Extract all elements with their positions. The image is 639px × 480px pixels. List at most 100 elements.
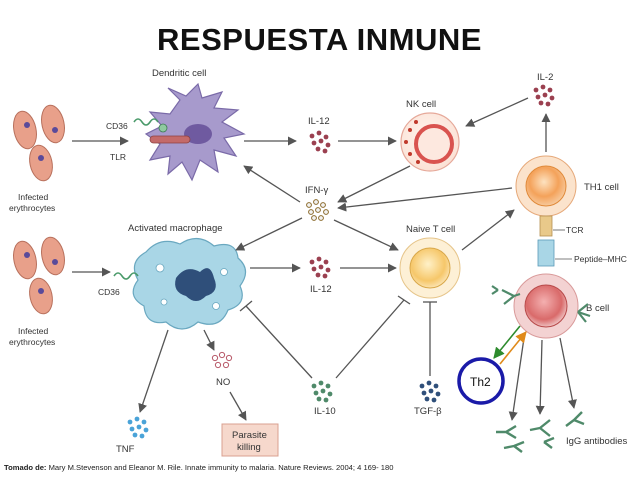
erythrocyte	[29, 144, 53, 182]
arrow-ifn-to-macrophage	[235, 217, 303, 251]
granule	[416, 160, 420, 164]
label-cd36-bottom: CD36	[98, 287, 120, 297]
cd36-receptor-top	[133, 118, 159, 126]
dendritic-cell	[144, 82, 246, 182]
nk-cell	[400, 112, 460, 172]
inhibit-bar	[397, 295, 411, 305]
arrows	[72, 97, 577, 421]
citation: Tomado de: Mary M.Stevenson and Eleanor …	[4, 463, 393, 472]
label-no: NO	[216, 377, 230, 388]
granule	[414, 120, 418, 124]
parasite	[24, 122, 30, 128]
arrow-ifn-to-dendritic	[243, 165, 301, 203]
label-b-cell: B cell	[586, 303, 609, 314]
cytokine-tnf	[127, 416, 149, 439]
parasite	[24, 252, 30, 258]
label-tgf-beta: TGF-β	[414, 406, 442, 417]
citation-prefix: Tomado de:	[4, 463, 47, 472]
parasite	[38, 288, 44, 294]
igg-antibody	[565, 411, 585, 427]
cytokine-no	[211, 351, 233, 369]
infected-erythrocytes-bottom	[13, 236, 65, 315]
erythrocyte	[29, 277, 53, 315]
igg-antibody	[543, 436, 555, 449]
cd36-knob	[158, 123, 168, 133]
naive-t-cell	[399, 237, 461, 299]
label-parasite-killing-1: Parasite	[232, 430, 267, 441]
inhibit-il10-naive-t	[335, 299, 405, 379]
arrow-b-cell-to-igg-1	[508, 337, 525, 421]
macrophage-nucleus	[175, 268, 216, 301]
label-th2: Th2	[470, 375, 491, 389]
cytokine-il2	[533, 84, 555, 107]
page-title: RESPUESTA INMUNE	[157, 22, 482, 57]
label-dendritic-cell: Dendritic cell	[152, 68, 206, 79]
peptide-mhc	[537, 239, 555, 267]
b-cell	[513, 273, 579, 339]
inhibit-il10-macrophage	[245, 305, 313, 379]
vacuole	[212, 302, 220, 310]
erythrocyte	[41, 104, 65, 144]
label-il12-top: IL-12	[308, 116, 330, 127]
label-naive-t-cell: Naive T cell	[406, 224, 455, 235]
inhibit-bar	[239, 300, 253, 312]
label-activated-macrophage: Activated macrophage	[128, 223, 223, 234]
naive-t-nucleus	[409, 247, 451, 289]
surface-antibody	[491, 285, 499, 295]
vacuole	[155, 263, 165, 273]
label-cd36-top: CD36	[106, 121, 128, 131]
arrow-macrophage-to-tnf	[138, 329, 169, 413]
arrow-th1-to-ifn	[337, 187, 513, 212]
label-nk-cell: NK cell	[406, 99, 436, 110]
label-tcr: TCR	[566, 225, 583, 235]
granule	[408, 152, 412, 156]
arrow-th2-to-b-cell	[499, 331, 527, 365]
label-il12-bottom: IL-12	[310, 284, 332, 295]
arrow-b-cell-to-th2	[493, 325, 521, 359]
arrow-naive-t-to-th1	[461, 209, 515, 251]
th2-circle	[457, 357, 505, 405]
vacuole	[220, 268, 228, 276]
b-cell-nucleus	[524, 284, 568, 328]
th1-nucleus	[525, 165, 567, 207]
erythrocyte	[13, 110, 37, 150]
label-infected-bottom-1: Infected	[18, 326, 49, 336]
granule	[408, 128, 412, 132]
parasite	[38, 155, 44, 161]
parasite	[52, 259, 58, 265]
label-parasite-killing-2: killing	[237, 442, 261, 453]
surface-antibody	[501, 289, 521, 305]
arrow-macrophage-to-no	[203, 329, 215, 351]
arrow-nk-to-ifn	[337, 165, 411, 203]
label-igg-antibodies: IgG antibodies	[566, 436, 628, 447]
activated-macrophage	[132, 237, 247, 330]
cd36-receptor-bottom	[113, 272, 139, 280]
arrow-b-cell-to-igg-2	[535, 339, 545, 415]
arrow-il2-to-nk	[465, 97, 529, 127]
vacuole	[160, 298, 168, 306]
nk-nucleus	[414, 124, 454, 164]
b-cell-surface-antibodies	[491, 285, 591, 323]
label-il2: IL-2	[537, 72, 553, 83]
citation-text: Mary M.Stevenson and Eleanor M. Rile. In…	[48, 463, 394, 472]
label-infected-top-2: erythrocytes	[9, 203, 55, 213]
igg-antibodies	[496, 411, 585, 453]
parasite	[52, 127, 58, 133]
th1-cell	[515, 155, 577, 217]
igg-antibody	[529, 419, 551, 437]
label-th1-cell: TH1 cell	[584, 182, 619, 193]
label-ifn-gamma: IFN-γ	[305, 185, 328, 196]
parasite-killing-box	[221, 423, 279, 457]
arrow-b-cell-to-igg-3	[559, 337, 577, 409]
igg-antibody	[503, 440, 525, 453]
label-peptide-mhc: Peptide–MHC	[574, 254, 627, 264]
tlr-receptor	[149, 135, 191, 144]
igg-antibody	[496, 424, 517, 440]
inhibition-lines	[239, 295, 437, 379]
label-tnf: TNF	[116, 444, 135, 455]
cytokine-tgf-beta	[419, 380, 441, 403]
granule	[404, 140, 408, 144]
cytokine-il12-top	[309, 130, 331, 154]
cytokine-il12-bottom	[309, 256, 331, 279]
